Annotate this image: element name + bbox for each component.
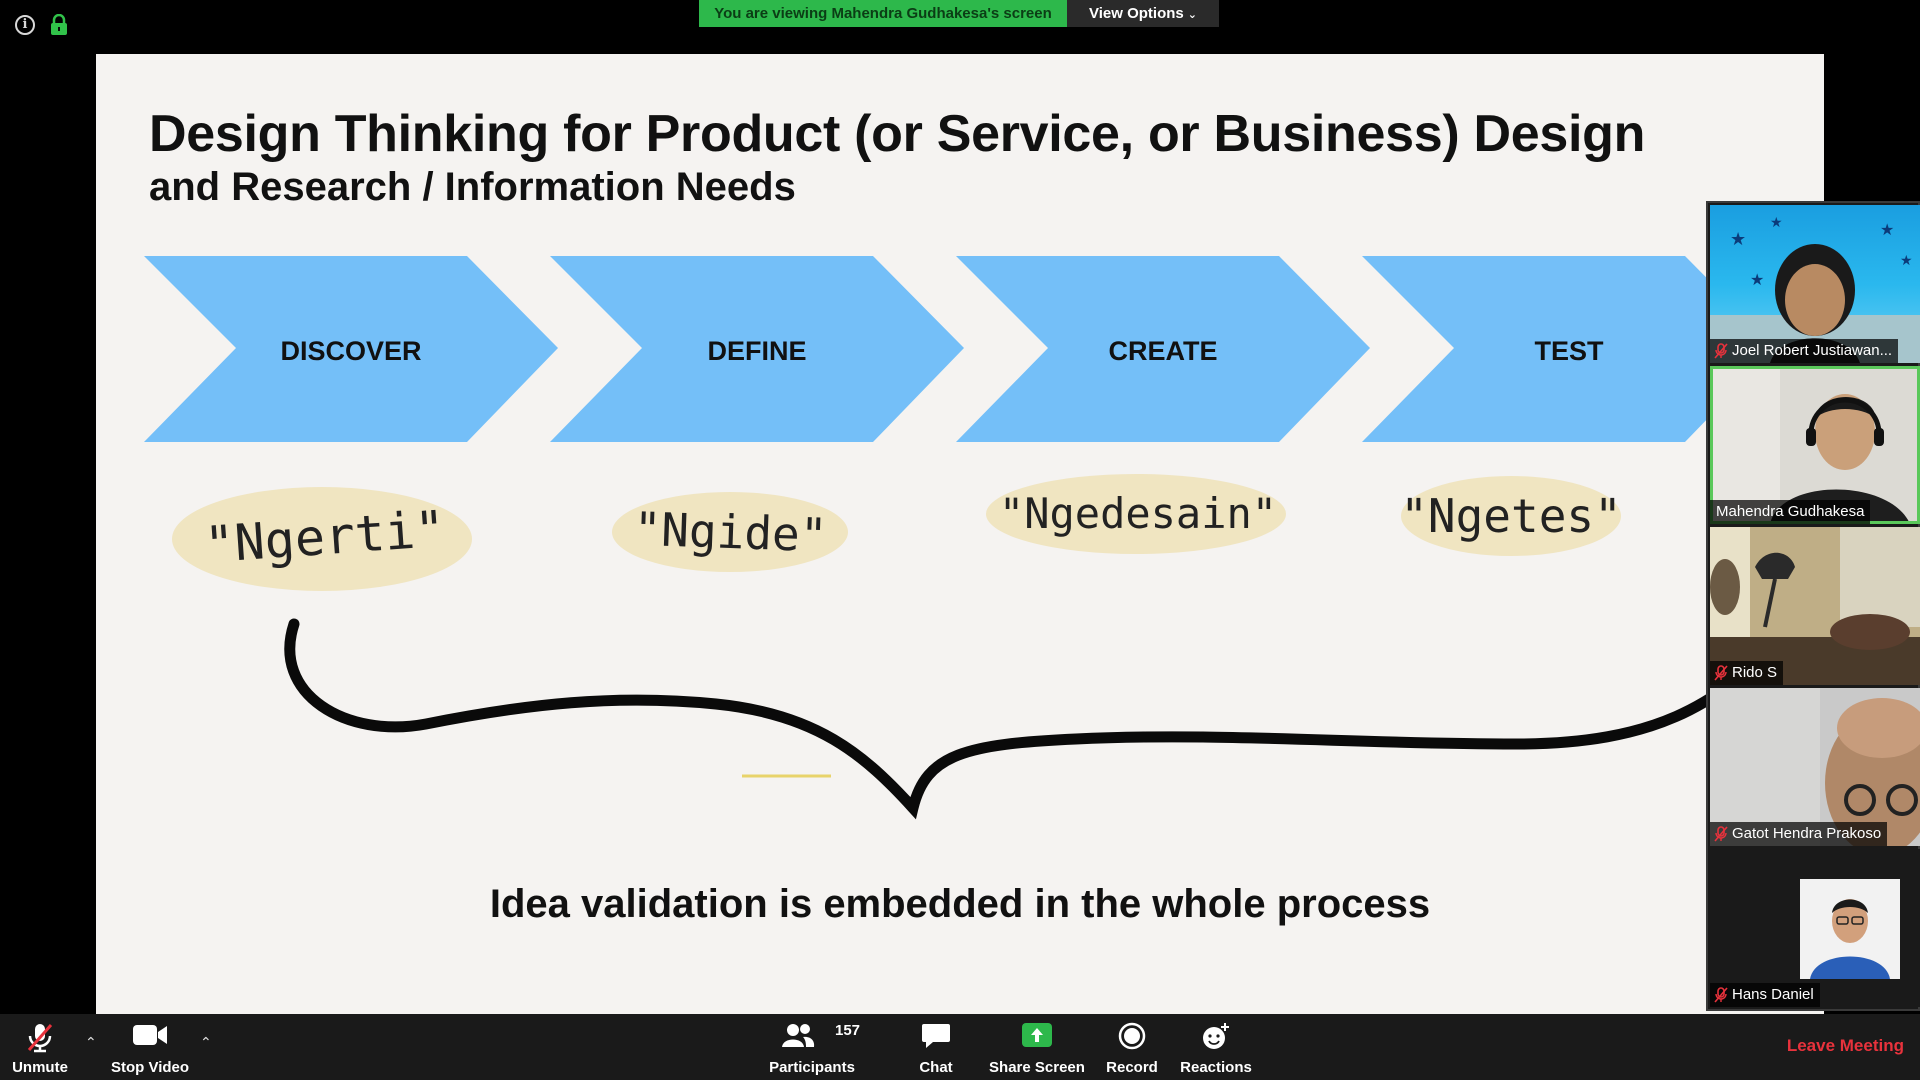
- svg-text:★: ★: [1900, 252, 1913, 268]
- viewing-banner: You are viewing Mahendra Gudhakesa's scr…: [699, 0, 1067, 27]
- stage-arrow-define: [550, 256, 964, 442]
- mic-muted-icon: [1714, 343, 1728, 359]
- stage-arrow-create: [956, 256, 1370, 442]
- video-tile-gatot[interactable]: Gatot Hendra Prakoso: [1710, 688, 1920, 846]
- note-create: "Ngedesain": [999, 489, 1277, 538]
- record-button[interactable]: Record: [1098, 1014, 1166, 1080]
- meeting-toolbar: Unmute ⌃ Stop Video ⌃ Participants 157 C…: [0, 1014, 1920, 1080]
- lock-icon[interactable]: [50, 14, 68, 36]
- note-highlight-discover: [172, 487, 472, 591]
- participant-name: Joel Robert Justiawan...: [1732, 342, 1893, 359]
- tile-caption: Gatot Hendra Prakoso: [1710, 822, 1888, 846]
- stage-arrow-discover: [144, 256, 558, 442]
- stage-label-define: DEFINE: [707, 336, 806, 366]
- mic-muted-icon: [27, 1024, 53, 1053]
- slide-title: Design Thinking for Product (or Service,…: [149, 105, 1646, 163]
- participants-label: Participants: [769, 1059, 855, 1076]
- video-feed-gatot: [1710, 688, 1920, 846]
- stage-arrow-test: [1362, 256, 1776, 442]
- view-options-label: View Options: [1089, 5, 1184, 22]
- leave-meeting-button[interactable]: Leave Meeting: [1786, 1036, 1904, 1055]
- svg-text:★: ★: [1730, 229, 1746, 249]
- record-label: Record: [1106, 1059, 1158, 1076]
- view-options-button[interactable]: View Options⌄: [1067, 0, 1219, 27]
- reactions-label: Reactions: [1180, 1059, 1252, 1076]
- note-define: "Ngide": [633, 502, 829, 563]
- participants-count: 157: [835, 1022, 861, 1039]
- reactions-button[interactable]: Reactions: [1174, 1014, 1258, 1080]
- tile-caption: Mahendra Gudhakesa: [1710, 500, 1871, 524]
- video-feed-mahendra: [1710, 366, 1920, 524]
- note-test: "Ngetes": [1400, 489, 1622, 543]
- video-tile-rido[interactable]: Rido S: [1710, 527, 1920, 685]
- chevron-down-icon: ⌄: [1187, 9, 1197, 21]
- reactions-icon: [1203, 1023, 1229, 1049]
- video-options-chevron-icon[interactable]: ⌃: [200, 1034, 212, 1050]
- top-bar: i You are viewing Mahendra Gudhakesa's s…: [0, 0, 1920, 54]
- note-highlight-test: [1401, 476, 1621, 556]
- unmute-button[interactable]: Unmute: [0, 1014, 80, 1080]
- note-highlight-create: [986, 474, 1286, 554]
- mic-muted-icon: [1714, 826, 1728, 842]
- mic-muted-icon: [1714, 665, 1728, 681]
- stage-label-test: TEST: [1534, 336, 1604, 366]
- participant-name: Mahendra Gudhakesa: [1716, 503, 1865, 520]
- participant-name: Rido S: [1732, 664, 1778, 681]
- curly-brace: [284, 618, 1782, 820]
- slide-footer: Idea validation is embedded in the whole…: [489, 882, 1431, 926]
- tile-caption: Hans Daniel: [1710, 983, 1820, 1007]
- svg-text:★: ★: [1770, 214, 1783, 230]
- record-icon: [1118, 1022, 1146, 1050]
- video-tile-hans[interactable]: Hans Daniel: [1710, 849, 1920, 1007]
- share-screen-icon: [1022, 1023, 1052, 1047]
- tile-caption: Rido S: [1710, 661, 1784, 685]
- video-feed-rido: [1710, 527, 1920, 685]
- tile-caption: Joel Robert Justiawan...: [1710, 339, 1899, 363]
- chat-button[interactable]: Chat: [896, 1014, 976, 1080]
- process-diagram: DISCOVER DEFINE CREATE TEST "Ngerti" "Ng…: [144, 256, 1782, 820]
- info-icon[interactable]: i: [15, 15, 35, 35]
- svg-text:★: ★: [1880, 222, 1894, 239]
- share-screen-label: Share Screen: [989, 1059, 1085, 1076]
- video-tile-mahendra[interactable]: Mahendra Gudhakesa: [1710, 366, 1920, 524]
- video-tile-joel[interactable]: ★ ★ ★ ★ ★ Joel Robert Justiawan...: [1710, 205, 1920, 363]
- shared-slide: Design Thinking for Product (or Service,…: [96, 54, 1824, 1014]
- svg-text:★: ★: [1750, 272, 1764, 289]
- stage-label-discover: DISCOVER: [280, 336, 421, 366]
- participant-video-panel[interactable]: ★ ★ ★ ★ ★ Joel Robert Justiawan... M: [1706, 201, 1920, 1011]
- mic-muted-icon: [1714, 987, 1728, 1003]
- avatar: [1800, 879, 1900, 979]
- audio-options-chevron-icon[interactable]: ⌃: [85, 1034, 97, 1050]
- share-screen-button[interactable]: Share Screen: [982, 1014, 1092, 1080]
- video-camera-icon: [133, 1025, 167, 1045]
- stage-label-create: CREATE: [1108, 336, 1217, 366]
- chat-icon: [922, 1024, 950, 1048]
- stop-video-button[interactable]: Stop Video: [108, 1014, 192, 1080]
- note-highlight-define: [612, 492, 848, 572]
- slide-subtitle: and Research / Information Needs: [149, 165, 796, 209]
- unmute-label: Unmute: [12, 1059, 68, 1076]
- participant-name: Hans Daniel: [1732, 986, 1814, 1003]
- participants-button[interactable]: Participants: [766, 1014, 858, 1080]
- participant-name: Gatot Hendra Prakoso: [1732, 825, 1882, 842]
- participants-icon: [782, 1024, 815, 1047]
- stop-video-label: Stop Video: [110, 1059, 190, 1076]
- chat-label: Chat: [919, 1059, 953, 1076]
